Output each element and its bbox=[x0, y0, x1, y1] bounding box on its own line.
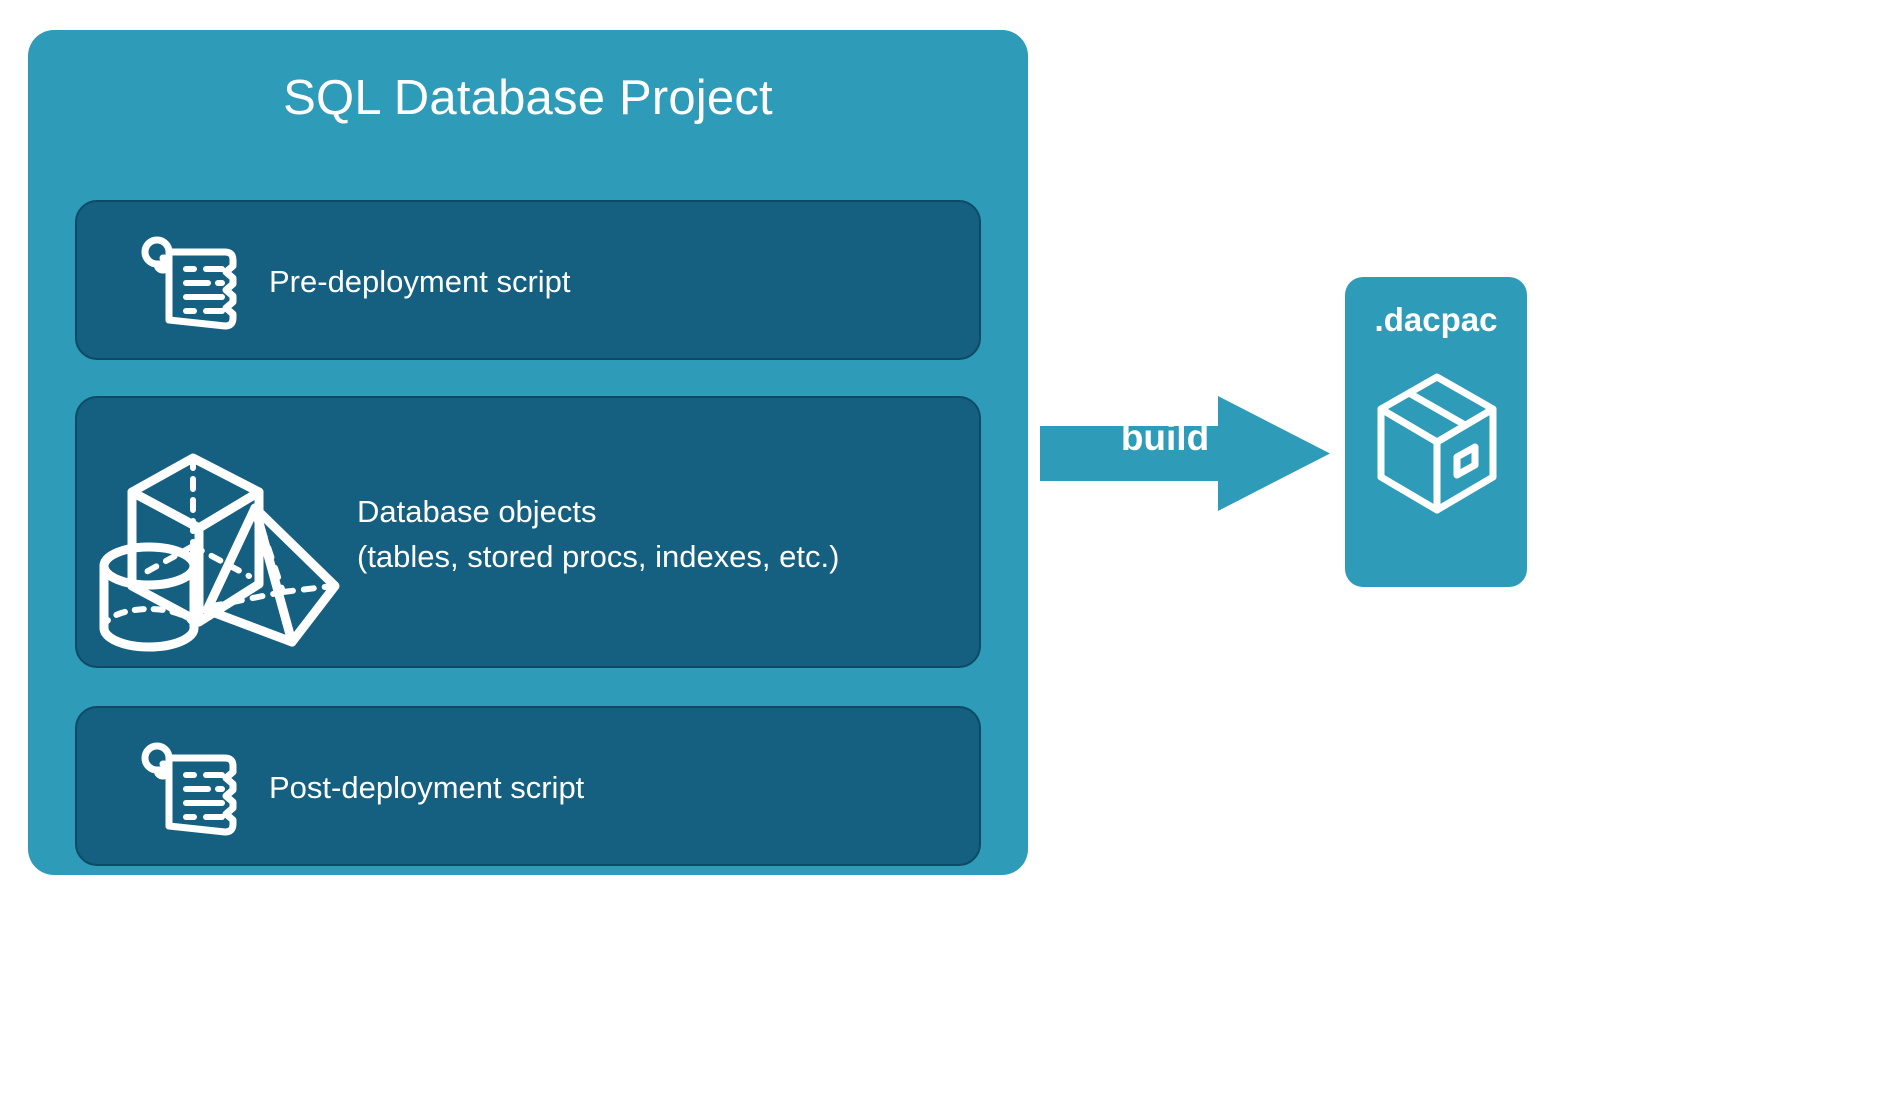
panel-post-deployment-script[interactable]: Post-deployment script bbox=[75, 706, 981, 866]
wireframe-cylinder-icon bbox=[99, 542, 199, 652]
three-d-shapes-icon bbox=[87, 414, 347, 654]
package-box-icon bbox=[1371, 365, 1501, 520]
panel-label-database-objects: Database objects (tables, stored procs, … bbox=[357, 494, 840, 574]
page-title: SQL Database Project bbox=[283, 71, 773, 125]
panel-pre-deployment-script[interactable]: Pre-deployment script bbox=[75, 200, 981, 360]
build-arrow-label: build bbox=[1120, 417, 1210, 458]
scroll-script-icon bbox=[139, 232, 249, 332]
dacpac-title: .dacpac bbox=[1374, 301, 1498, 338]
panel-database-objects[interactable]: Database objects (tables, stored procs, … bbox=[75, 396, 981, 668]
scroll-script-icon bbox=[139, 738, 249, 838]
wireframe-cube-icon bbox=[127, 453, 264, 627]
dacpac-output-box[interactable]: .dacpac bbox=[1345, 277, 1527, 587]
sql-database-project-container: SQL Database Project bbox=[28, 30, 1028, 875]
wireframe-pyramid-icon bbox=[202, 503, 340, 647]
right-arrow-icon bbox=[1040, 396, 1330, 511]
panel-label-post-deployment: Post-deployment script bbox=[269, 770, 585, 805]
panel-label-pre-deployment: Pre-deployment script bbox=[269, 264, 571, 299]
